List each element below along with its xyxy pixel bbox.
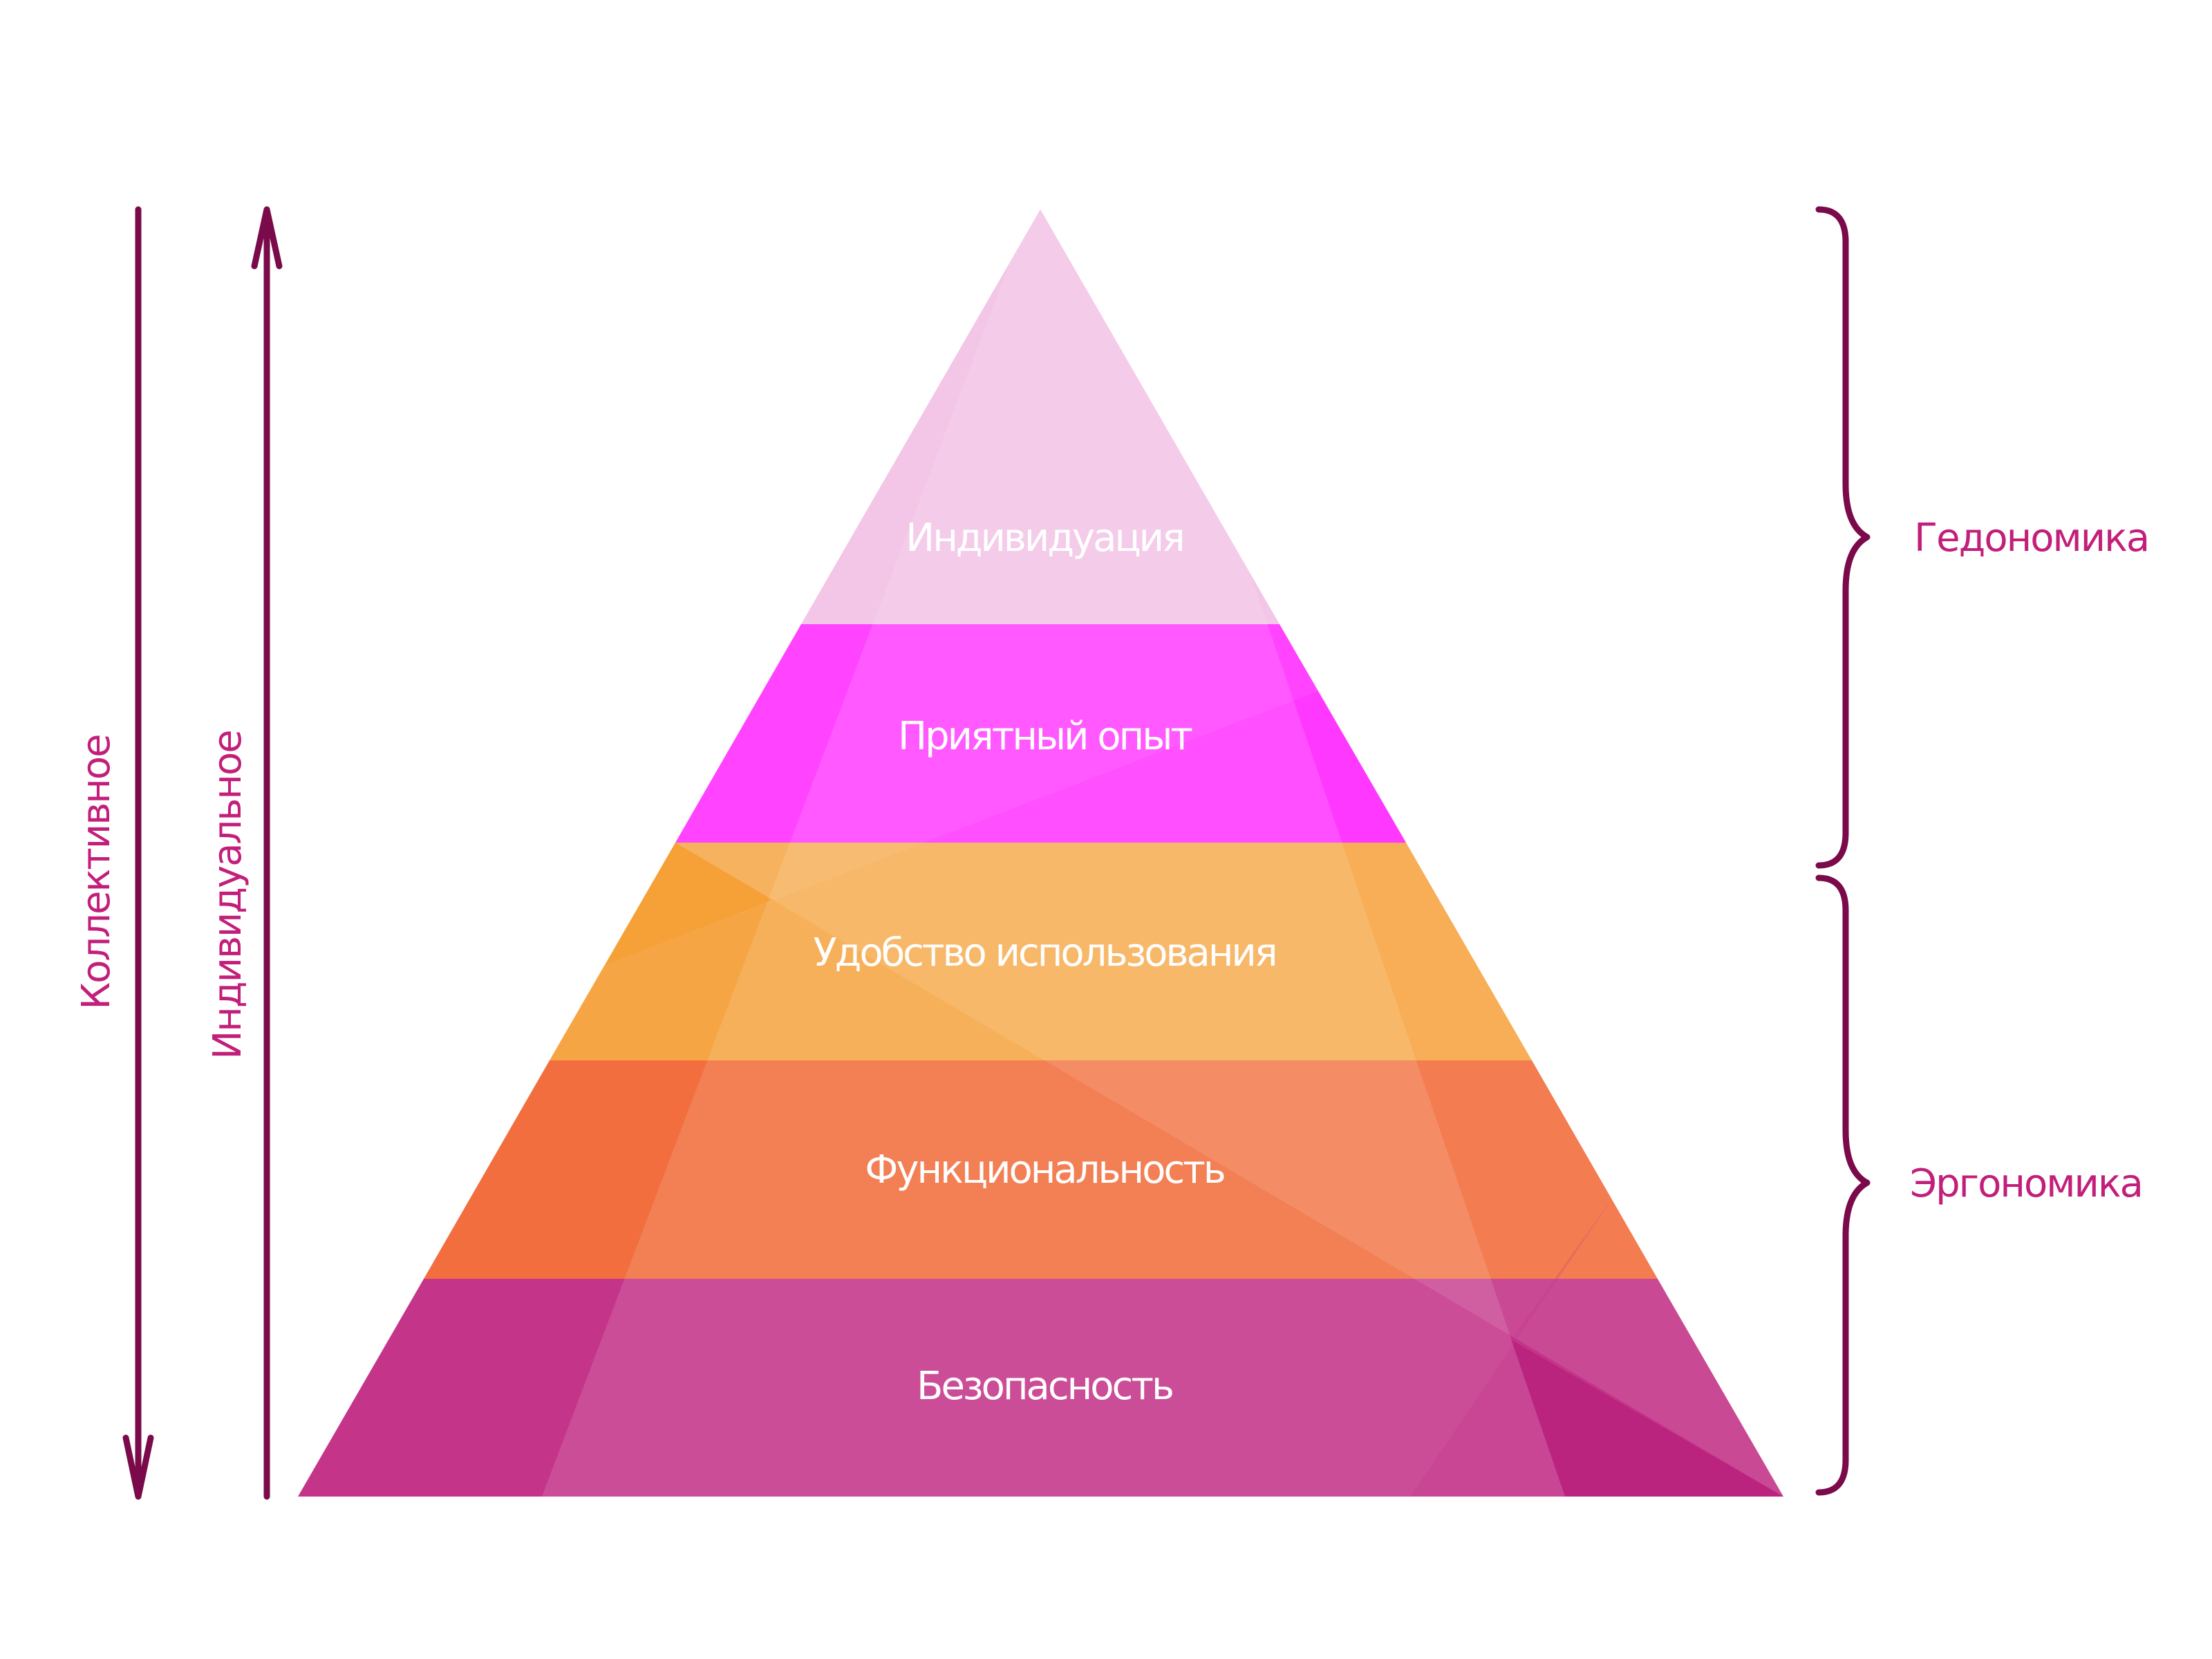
individual-label: Индивидуальное — [205, 731, 250, 1059]
pyramid: Индивидуация Приятный опыт Удобство испо… — [298, 209, 1783, 1497]
level-individuation — [801, 209, 1280, 624]
ergonomics-label: Эргономика — [1910, 1161, 2142, 1206]
level-usability — [550, 843, 1532, 1060]
level-label-usability: Удобство использования — [813, 930, 1275, 975]
level-pleasant-experience — [675, 624, 1406, 843]
down-arrow-icon — [122, 206, 154, 1500]
up-arrow-icon — [251, 206, 283, 1500]
collective-label: Коллективное — [74, 735, 119, 1009]
level-label-safety: Безопасность — [917, 1364, 1172, 1409]
level-label-individuation: Индивидуация — [906, 516, 1183, 561]
overlay-facets — [542, 209, 1783, 1497]
brace-icon — [1815, 874, 1871, 1496]
brace-icon — [1815, 206, 1871, 869]
collective-axis: Коллективное — [74, 206, 154, 1500]
level-safety — [298, 1279, 1783, 1497]
level-label-pleasant-experience: Приятный опыт — [898, 714, 1192, 759]
ergonomics-group: Эргономика — [1815, 874, 2144, 1496]
level-label-functionality: Функциональность — [865, 1147, 1224, 1192]
level-functionality — [424, 1060, 1658, 1279]
hedonomics-label: Гедономика — [1914, 516, 2148, 561]
hedonomics-group: Гедономика — [1815, 206, 2150, 869]
individual-axis: Индивидуальное — [205, 206, 283, 1500]
